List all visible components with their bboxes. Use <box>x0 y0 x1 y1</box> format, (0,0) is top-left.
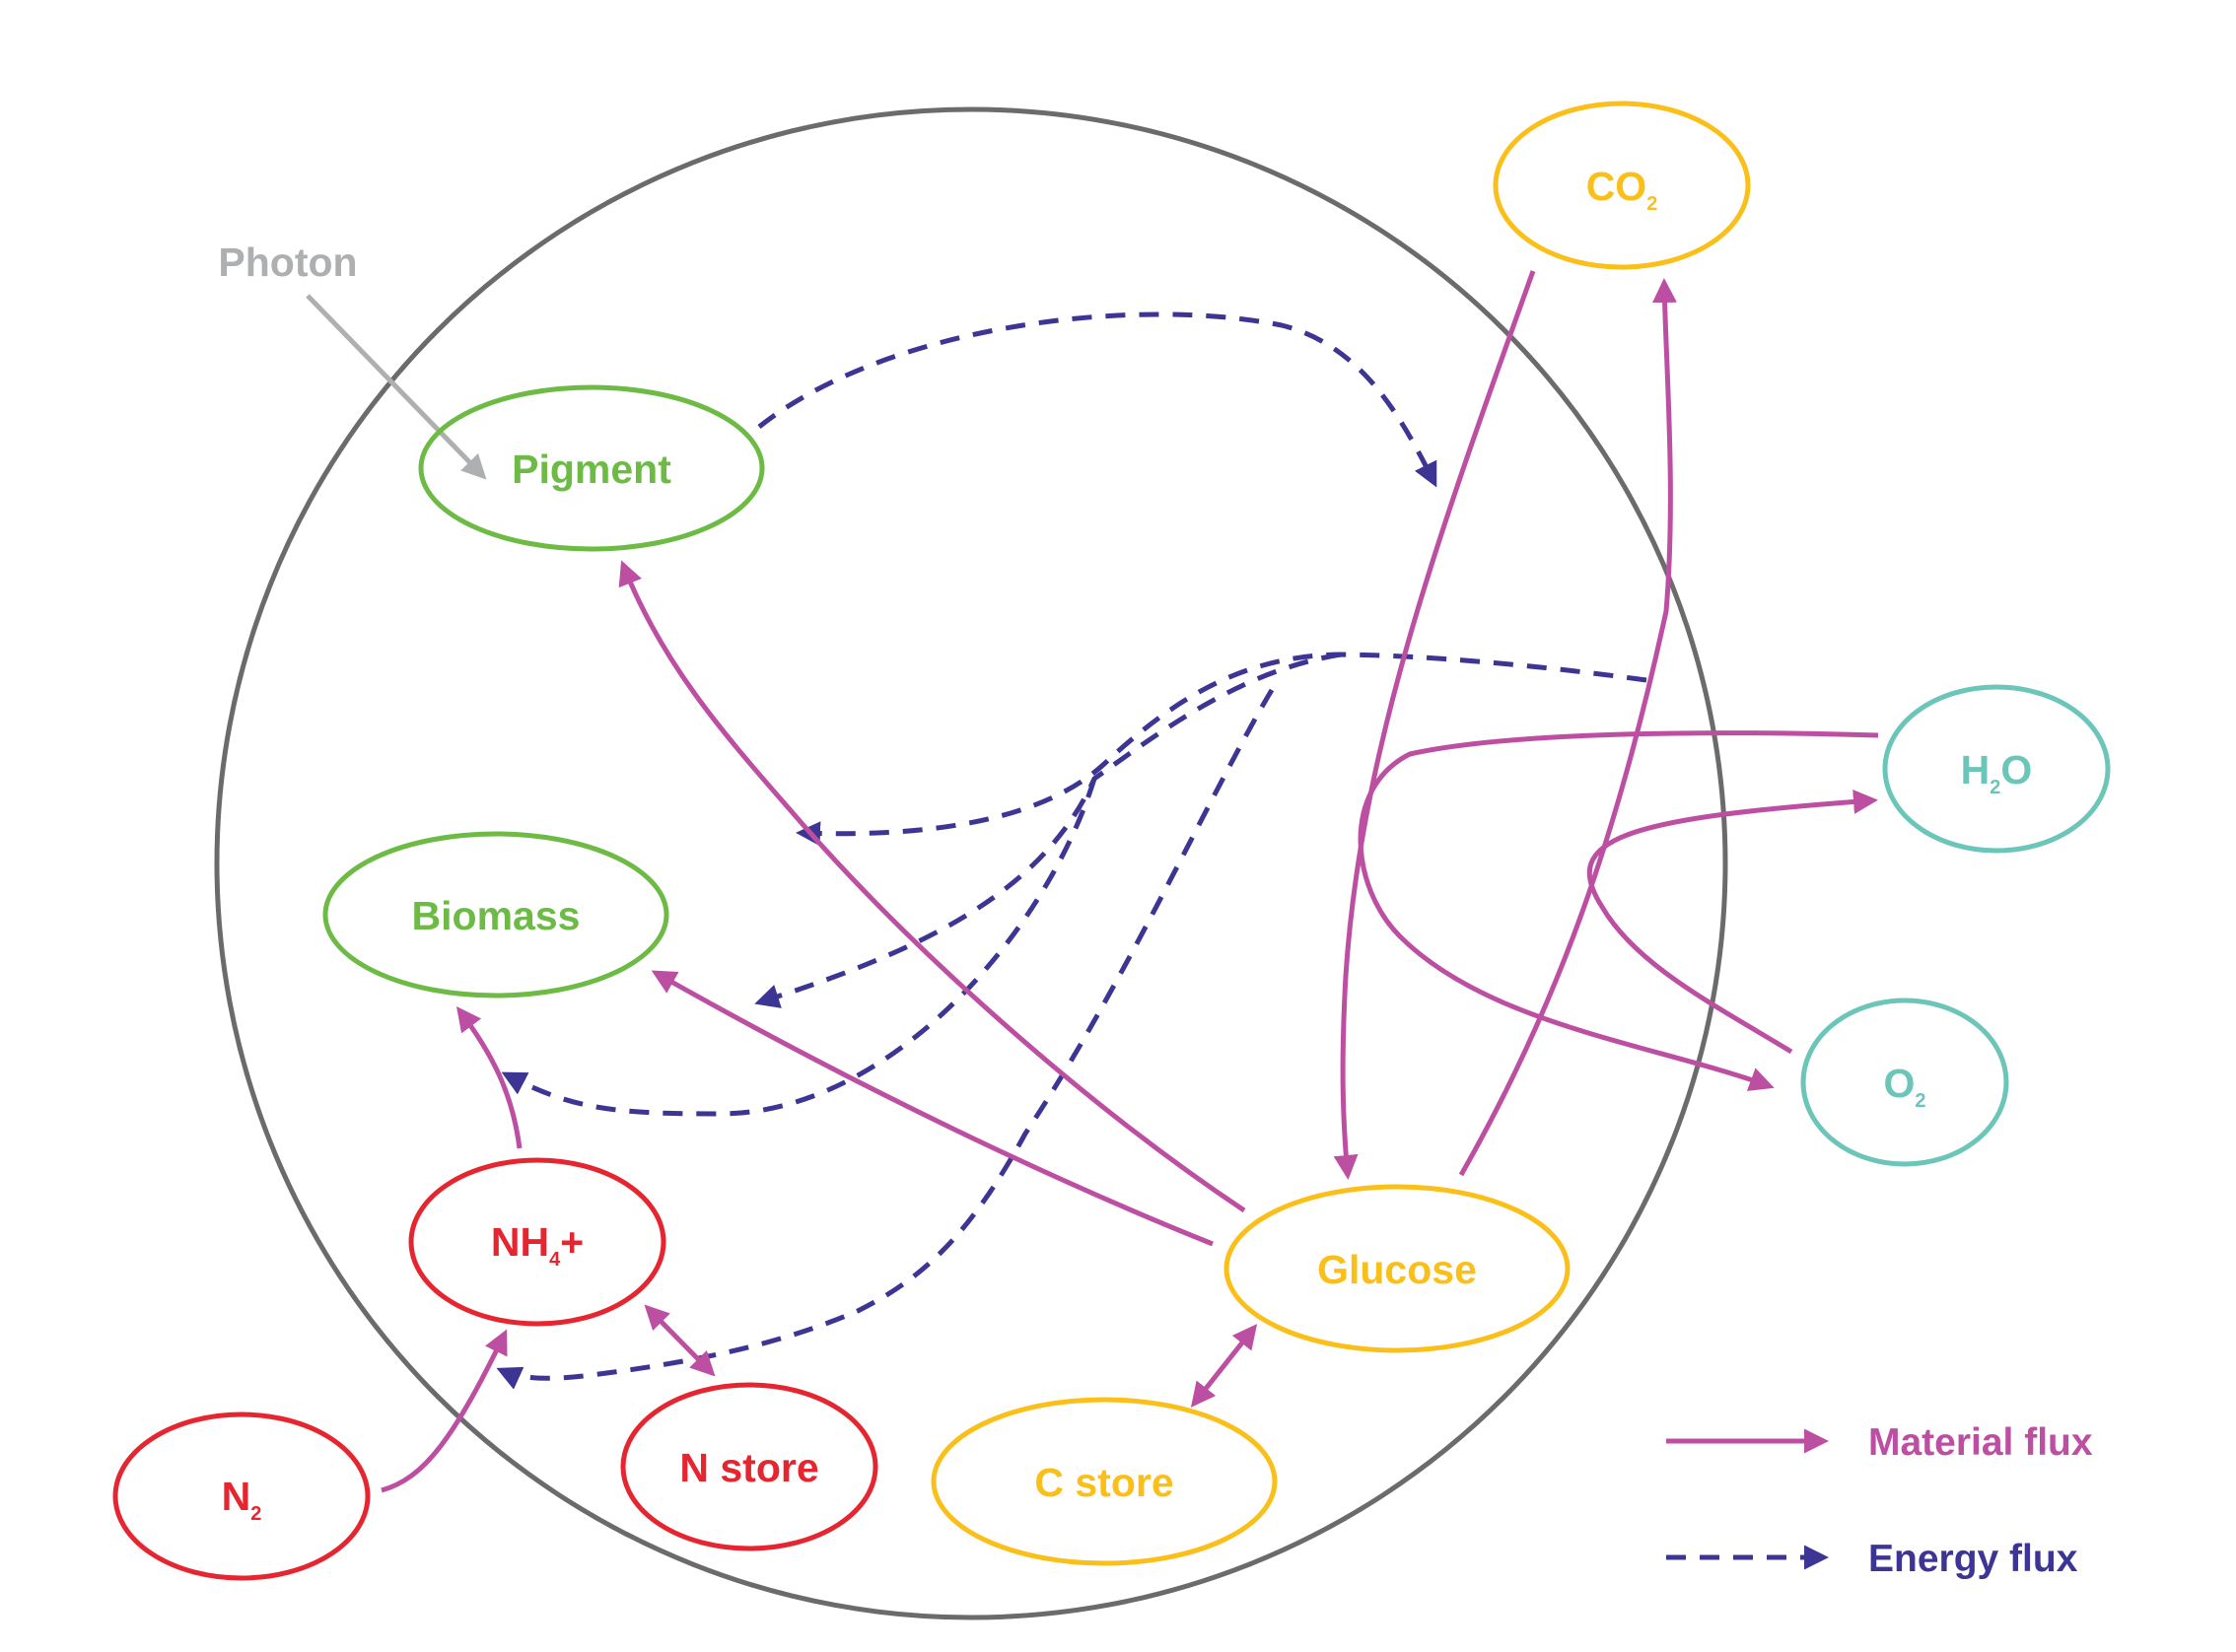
node-n-store[interactable]: N store <box>620 1382 878 1551</box>
photon-arrow <box>306 294 487 480</box>
node-h2o[interactable]: H2O <box>1882 684 2111 854</box>
material-flux-nh4-nstore <box>644 1304 716 1377</box>
node-n2[interactable]: N2 <box>112 1411 371 1581</box>
co2-label: CO2 <box>1586 164 1658 215</box>
energy-flux-to-biomass-upper <box>754 652 1342 1008</box>
node-o2[interactable]: O2 <box>1800 998 2009 1167</box>
material-flux-glucose-to-co2 <box>1458 278 1677 1177</box>
o2-label: O2 <box>1883 1061 1925 1112</box>
legend: Material flux Energy flux <box>1666 1421 2093 1580</box>
node-pigment[interactable]: Pigment <box>418 384 765 552</box>
material-flux-glucose-to-pigment <box>618 560 1246 1213</box>
material-flux-glucose-to-biomass <box>651 970 1214 1247</box>
energy-flux-pigment-to-glucose-pathway <box>757 311 1437 488</box>
node-glucose[interactable]: Glucose <box>1223 1184 1571 1353</box>
material-flux-h2o-to-o2 <box>1358 730 1879 1091</box>
energy-flux-to-biomass-lower <box>501 778 1097 1117</box>
pigment-label: Pigment <box>512 447 671 492</box>
legend-material-label: Material flux <box>1868 1421 2093 1464</box>
node-nh4[interactable]: NH4+ <box>408 1157 666 1327</box>
n2-label: N2 <box>222 1474 262 1525</box>
node-c-store[interactable]: C store <box>931 1397 1278 1566</box>
cell-boundary <box>214 106 1728 1620</box>
material-flux-nh4-to-biomass <box>455 1006 523 1149</box>
material-flux-o2-to-h2o <box>1586 789 1878 1055</box>
material-flux-co2-to-glucose <box>1333 270 1536 1180</box>
photon-label: Photon <box>218 240 357 285</box>
nh4-label: NH4+ <box>491 1219 584 1271</box>
c-store-label: C store <box>1034 1460 1173 1505</box>
material-flux-n2-to-nh4 <box>381 1329 508 1493</box>
biomass-label: Biomass <box>412 893 581 938</box>
node-co2[interactable]: CO2 <box>1493 101 1751 270</box>
h2o-label: H2O <box>1961 747 2033 798</box>
legend-energy-label: Energy flux <box>1868 1538 2078 1580</box>
energy-flux-to-pigment-synthesis <box>796 652 1647 847</box>
energy-flux-to-nh4 <box>496 688 1275 1390</box>
n-store-label: N store <box>679 1445 818 1490</box>
glucose-label: Glucose <box>1317 1247 1477 1292</box>
node-biomass[interactable]: Biomass <box>322 831 669 998</box>
material-flux-glucose-cstore <box>1190 1324 1258 1408</box>
